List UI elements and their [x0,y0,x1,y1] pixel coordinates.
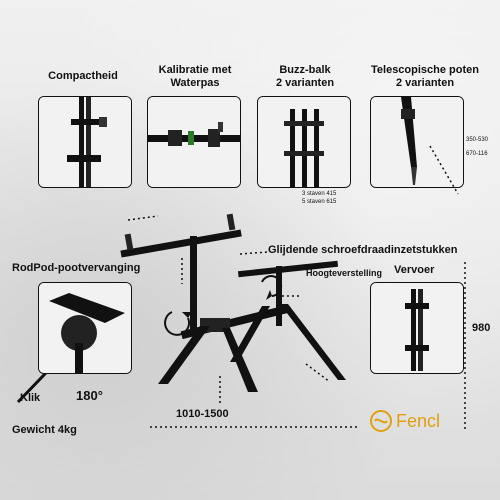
label-click: Klik [20,392,41,404]
leg-note-short: 350-530 [466,137,489,143]
thumb-calibration [147,96,241,188]
thumb-leg-replacement [38,282,132,374]
brand-name: Fencl [396,410,441,431]
feature-title-telescopic-legs: Telescopische poten 2 varianten [371,64,479,89]
label-leg-replacement: RodPod-pootvervanging [12,262,141,274]
label-weight: Gewicht 4kg [12,424,77,436]
label-height-value: 980 [472,322,491,334]
transport-image [371,283,463,373]
leg-replacement-image [39,283,131,373]
buzz-bar-note-5: 5 staven 615 [302,199,337,205]
fencl-logo-icon [370,410,392,432]
label-transport: Vervoer [394,264,435,276]
brand-logo: Fencl [370,410,440,432]
buzz-bar-note-3: 3 staven 415 [302,191,337,197]
label-height-adjust: Hoogteverstelling [306,268,383,278]
thumb-compactness [38,96,132,188]
label-width-value: 1010-1500 [176,408,229,420]
leg-note-long: 670-116 [466,151,488,157]
telescopic-leg-image [371,97,463,187]
thumb-telescopic-legs [370,96,464,188]
feature-title-calibration: Kalibratie met Waterpas [158,64,232,89]
thumb-transport [370,282,464,374]
compact-pod-image [39,97,131,187]
label-angle: 180° [76,388,103,403]
feature-title-compactness: Compactheid [48,70,118,82]
buzz-bar-image [258,97,350,187]
thumb-buzz-bar [257,96,351,188]
level-image [148,97,240,187]
label-threaded-inserts: Glijdende schroefdraadinzetstukken [268,244,458,256]
feature-title-buzz-bar: Buzz-balk 2 varianten [275,64,335,89]
